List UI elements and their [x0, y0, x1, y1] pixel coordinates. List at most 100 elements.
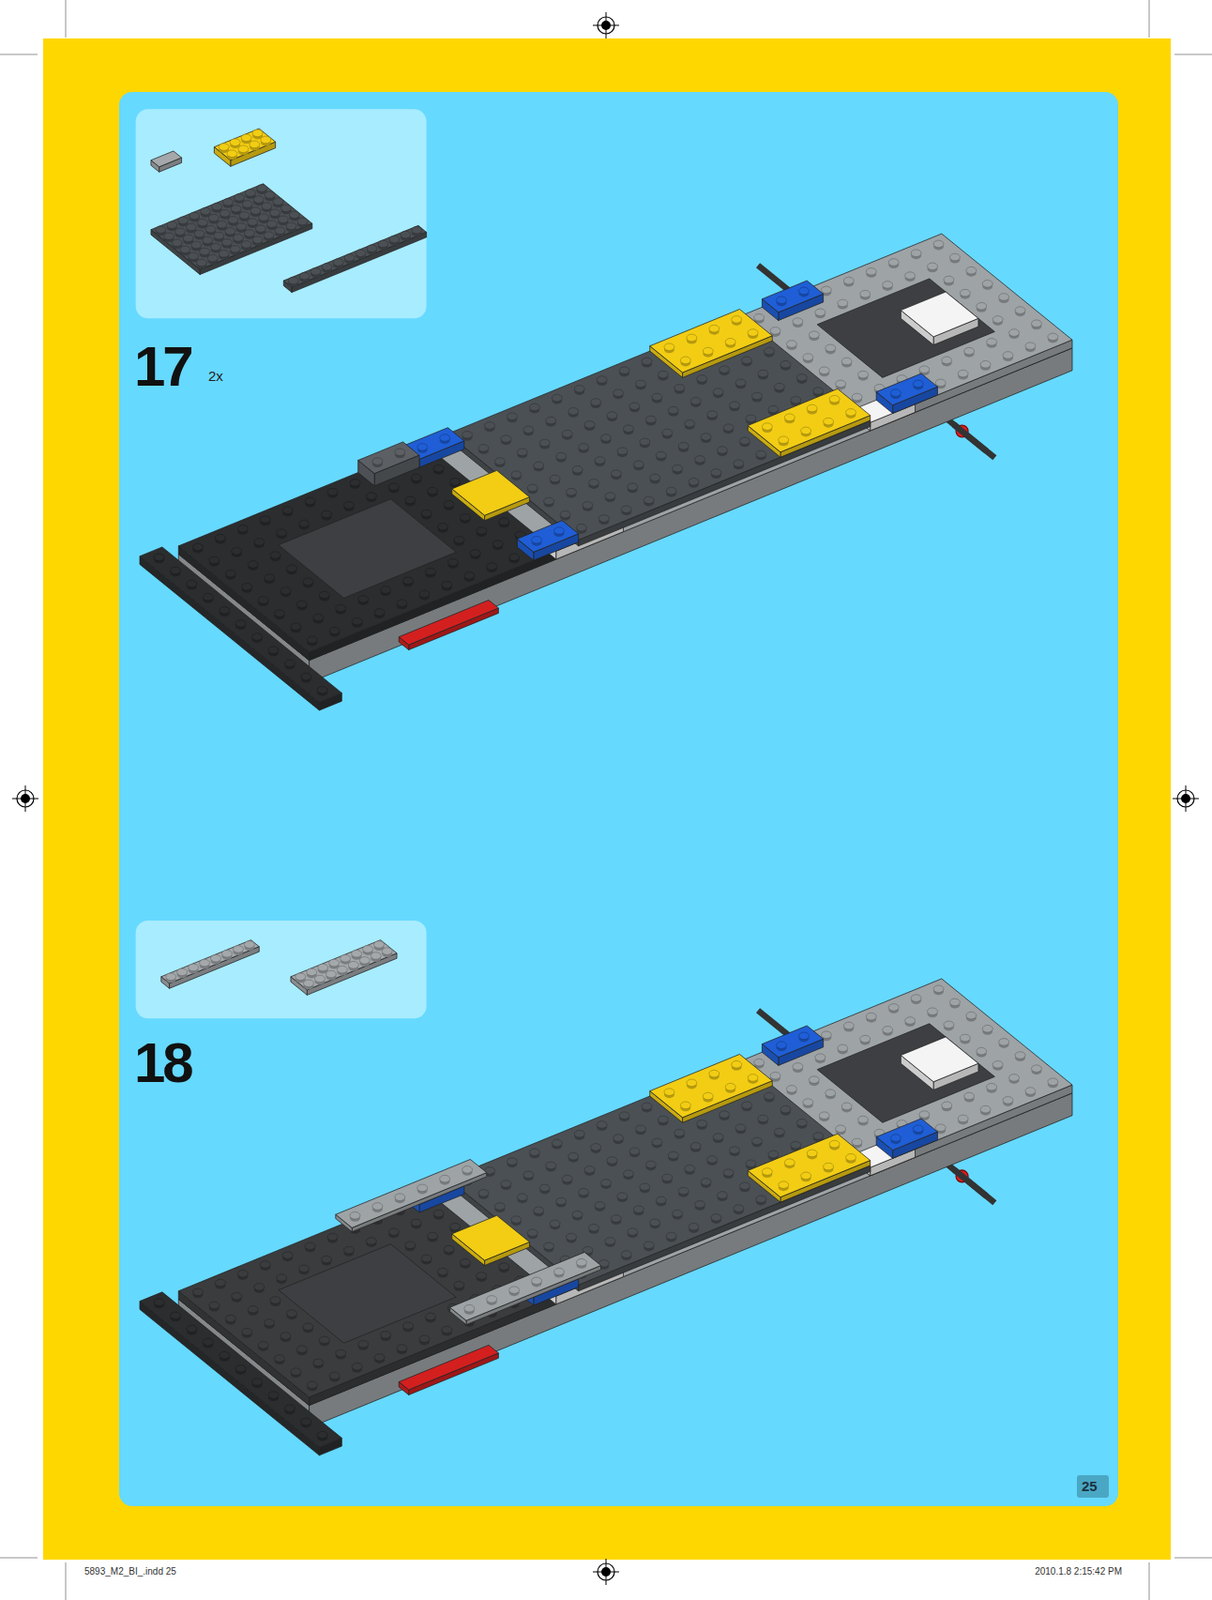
stud [684, 1164, 696, 1172]
stud [284, 659, 295, 667]
stud [709, 324, 720, 333]
stud [441, 1325, 453, 1334]
stud [786, 340, 797, 349]
stud [636, 1124, 647, 1133]
stud [318, 1335, 330, 1344]
stud [380, 1331, 392, 1339]
stud [964, 347, 975, 355]
stud [237, 1269, 248, 1277]
stud [207, 254, 218, 262]
stud [296, 600, 307, 608]
stud [695, 1199, 706, 1208]
stud [802, 353, 814, 362]
stud [629, 1147, 640, 1155]
stud [155, 226, 167, 234]
stud [1047, 1077, 1059, 1086]
registration-mark [12, 785, 39, 812]
stud [927, 1007, 939, 1016]
stud [575, 523, 587, 531]
stud [199, 958, 211, 967]
stud [910, 249, 922, 258]
stud [365, 492, 377, 500]
stud [712, 1133, 724, 1141]
stud [268, 1391, 279, 1399]
stud [601, 1179, 612, 1187]
stud [764, 1091, 775, 1100]
stud [1002, 351, 1014, 360]
stud [243, 940, 255, 949]
stud [325, 969, 336, 978]
stud [245, 189, 257, 197]
stud [574, 385, 585, 394]
stud [344, 254, 355, 262]
stud [613, 1134, 624, 1142]
brick-face [290, 939, 397, 990]
stud [941, 356, 953, 364]
stud [752, 1136, 763, 1145]
stud [636, 379, 647, 388]
stud [574, 1129, 585, 1137]
stud [780, 360, 791, 368]
stud [733, 1204, 744, 1212]
stud [590, 1143, 602, 1152]
stud [225, 1314, 236, 1322]
stud [598, 515, 609, 523]
stud [725, 338, 736, 347]
stud [561, 429, 573, 438]
stud [545, 1161, 557, 1169]
stud [527, 1228, 538, 1237]
stud [578, 443, 590, 452]
stud [243, 229, 255, 238]
stud [605, 1237, 616, 1245]
stud [584, 421, 595, 429]
stud [282, 506, 293, 515]
stud [194, 229, 205, 238]
stud [202, 592, 213, 601]
stud [643, 1241, 654, 1249]
stud [486, 562, 498, 571]
stud [202, 236, 213, 244]
stud [549, 474, 561, 483]
stud [261, 202, 273, 211]
stud [214, 533, 226, 542]
stud [394, 1193, 406, 1201]
stud [438, 1267, 449, 1275]
stud [344, 501, 355, 510]
stud [287, 276, 299, 285]
stud [238, 145, 249, 153]
stud [1015, 306, 1026, 315]
stud [355, 249, 366, 258]
stud [731, 316, 743, 324]
stud [539, 439, 550, 447]
stud [212, 202, 223, 211]
stud [242, 583, 253, 591]
stud [317, 1430, 328, 1439]
stud [690, 1142, 701, 1151]
stud [835, 1124, 847, 1133]
stud [950, 998, 961, 1006]
stud [180, 245, 191, 254]
stud [297, 217, 308, 226]
stud [509, 1286, 520, 1294]
stud [286, 222, 297, 230]
stud [756, 1195, 767, 1203]
brick-face [650, 1053, 773, 1117]
illustration-part [606, 12, 607, 39]
stud [257, 596, 269, 605]
stud [229, 138, 241, 147]
stud [729, 401, 741, 410]
crop-mark [0, 54, 38, 56]
stud [223, 198, 234, 207]
illustration-part [136, 108, 1073, 1455]
stud [225, 569, 236, 577]
part-icon [151, 183, 313, 275]
stud [486, 1295, 498, 1303]
stud [439, 1174, 451, 1182]
stud [957, 369, 969, 378]
brick-face [151, 151, 182, 167]
stud [735, 1123, 746, 1132]
stud [739, 1181, 750, 1190]
stud [551, 1138, 562, 1147]
stud [619, 1111, 630, 1120]
stud [478, 1189, 489, 1197]
